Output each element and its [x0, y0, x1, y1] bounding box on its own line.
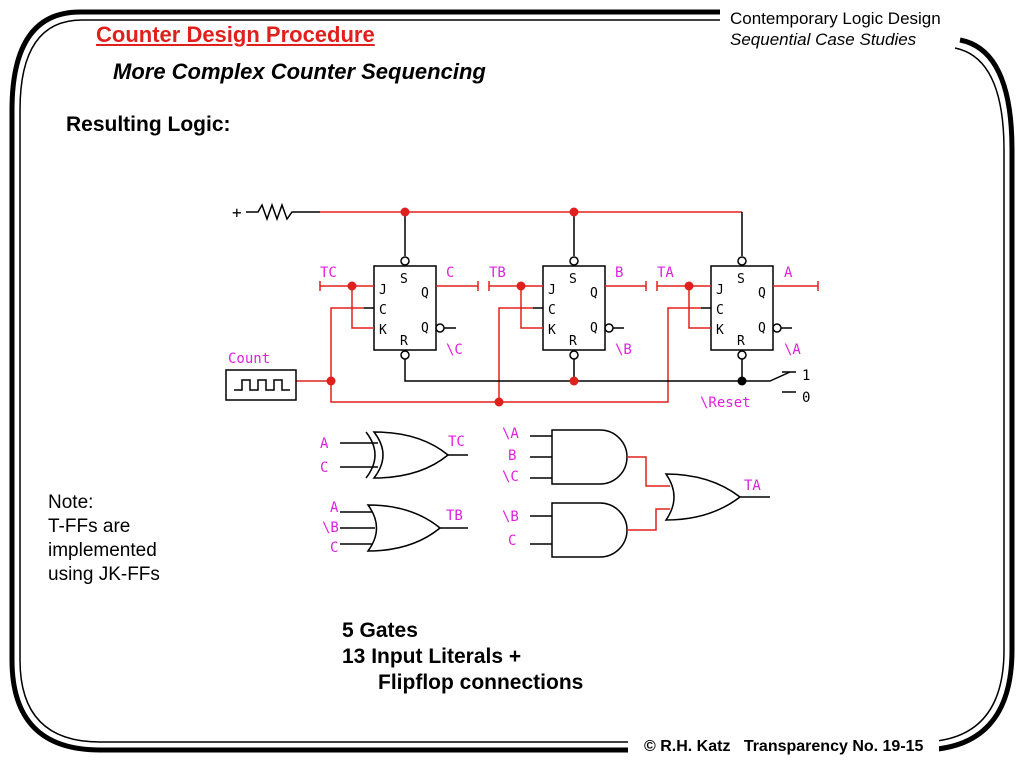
note-text: Note: T-FFs are implemented using JK-FFs — [48, 491, 160, 587]
ff1-pin-qn: Q — [421, 321, 429, 336]
switch-high-label: 1 — [802, 368, 810, 384]
ff3-pin-q: Q — [758, 286, 766, 301]
xor-output: TC — [448, 434, 465, 450]
ff3-pin-r: R — [737, 334, 745, 349]
ff1-pin-r: R — [400, 334, 408, 349]
ff1-qn-label: \C — [446, 342, 463, 358]
ff3-pin-k: K — [716, 323, 724, 338]
slide-footer: © R.H. Katz Transparency No. 19-15 — [628, 738, 940, 756]
ff2-pin-q: Q — [590, 286, 598, 301]
ff3-pin-qn: Q — [758, 321, 766, 336]
slide-title: Counter Design Procedure — [96, 22, 375, 47]
or-input-c: C — [330, 540, 338, 556]
ff2-t-label: TB — [489, 265, 506, 281]
ff3-pin-s: S — [737, 272, 745, 287]
section-heading: Resulting Logic: — [66, 113, 231, 136]
ff3-t-label: TA — [657, 265, 674, 281]
xor-input-c: C — [320, 460, 328, 476]
and1-input-na: \A — [502, 426, 519, 442]
xor-input-a: A — [320, 436, 329, 452]
note-line-2: T-FFs are — [48, 516, 131, 537]
ff2-pin-r: R — [569, 334, 577, 349]
and2-input-nb: \B — [502, 509, 519, 525]
ff2-pin-qn: Q — [590, 321, 598, 336]
reset-label: \Reset — [700, 395, 751, 411]
ff2-pin-k: K — [548, 323, 556, 338]
summary-line-2: 13 Input Literals + — [342, 645, 522, 668]
footer-author: © R.H. Katz — [644, 738, 731, 755]
or-input-nb: \B — [322, 520, 339, 536]
slide-subtitle: More Complex Counter Sequencing — [113, 59, 486, 84]
ff3-pin-c: C — [716, 303, 724, 318]
supply-label: + — [232, 203, 242, 222]
footer-transparency: Transparency No. 19-15 — [743, 738, 924, 755]
ff1-q-label: C — [446, 265, 454, 281]
switch-low-label: 0 — [802, 390, 810, 406]
note-line-3: implemented — [48, 540, 157, 561]
ff3-pin-j: J — [716, 283, 724, 298]
or-input-a: A — [330, 500, 339, 516]
ff1-pin-q: Q — [421, 286, 429, 301]
ff1-pin-k: K — [379, 323, 387, 338]
and1-input-b: B — [508, 448, 516, 464]
summary-line-1: 5 Gates — [342, 619, 418, 642]
ff1-pin-j: J — [379, 283, 387, 298]
count-label: Count — [228, 351, 270, 367]
summary-line-3: Flipflop connections — [378, 671, 584, 694]
ff2-q-label: B — [615, 265, 623, 281]
course-chapter: Sequential Case Studies — [730, 30, 917, 49]
ff2-pin-j: J — [548, 283, 556, 298]
ff1-pin-s: S — [400, 272, 408, 287]
note-line-4: using JK-FFs — [48, 564, 160, 585]
or-output: TB — [446, 508, 463, 524]
ff1-t-label: TC — [320, 265, 337, 281]
and1-input-nc: \C — [502, 469, 519, 485]
final-or-output: TA — [744, 478, 761, 494]
ff3-q-label: A — [784, 265, 793, 281]
ff2-pin-c: C — [548, 303, 556, 318]
ff1-pin-c: C — [379, 303, 387, 318]
and2-input-c: C — [508, 533, 516, 549]
course-name: Contemporary Logic Design — [730, 9, 941, 28]
course-title: Contemporary Logic Design Sequential Cas… — [730, 8, 941, 50]
ff2-pin-s: S — [569, 272, 577, 287]
summary-text: 5 Gates 13 Input Literals + Flipflop con… — [342, 618, 583, 696]
ff2-qn-label: \B — [615, 342, 632, 358]
ff3-qn-label: \A — [784, 342, 801, 358]
note-line-1: Note: — [48, 492, 94, 513]
